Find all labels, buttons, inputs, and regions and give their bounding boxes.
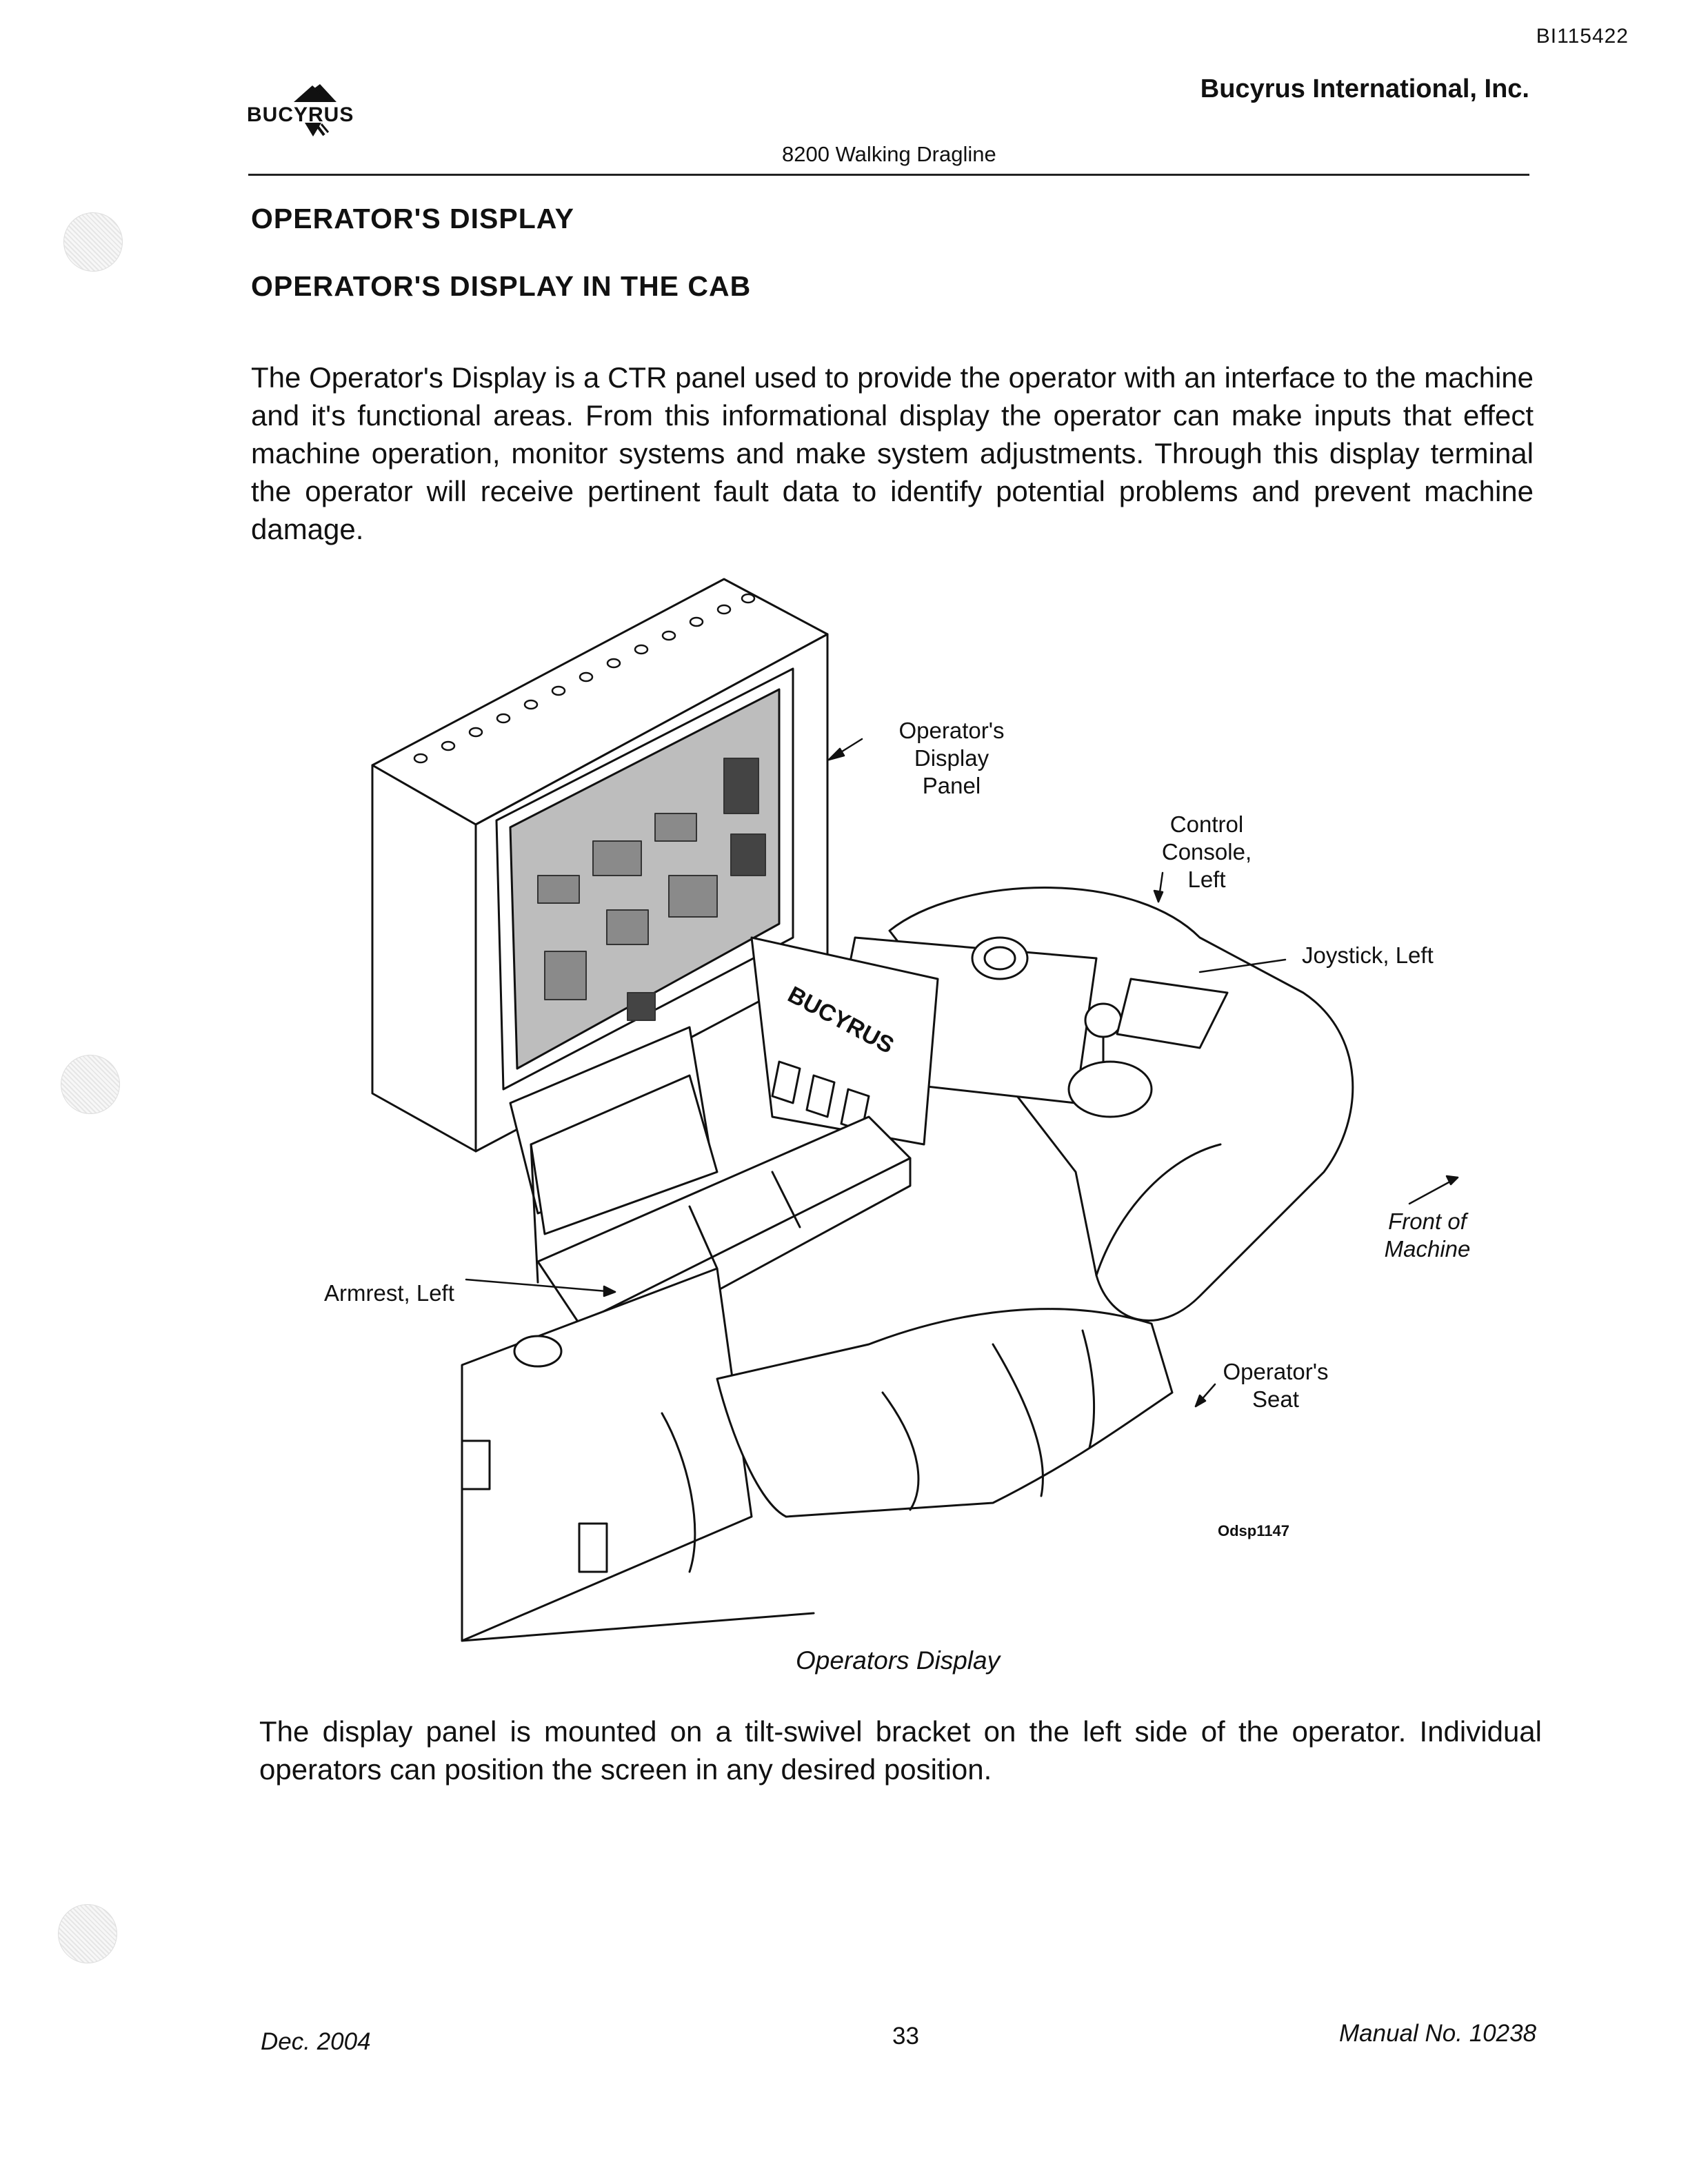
operator-station-illustration: BUCYRUS bbox=[371, 578, 1459, 1642]
callout-display-panel-line2: Display bbox=[914, 745, 989, 771]
callout-front-line2: Machine bbox=[1384, 1236, 1471, 1262]
section-subtitle: OPERATOR'S DISPLAY IN THE CAB bbox=[251, 270, 752, 302]
operator-display-figure: BUCYRUS bbox=[303, 552, 1476, 1655]
manual-subtitle: 8200 Walking Dragline bbox=[782, 142, 996, 166]
callout-display-panel: Operator's Display Panel bbox=[876, 717, 1027, 800]
callout-control-console: Control Console, Left bbox=[1131, 811, 1283, 893]
callout-operators-seat: Operator's Seat bbox=[1193, 1358, 1358, 1413]
figure-id: Odsp1147 bbox=[1218, 1522, 1289, 1539]
callout-control-console-line1: Control bbox=[1169, 811, 1244, 837]
logo-wordmark: BUCYRUS bbox=[247, 103, 354, 126]
footer-page-number: 33 bbox=[892, 2023, 919, 2050]
callout-display-panel-line3: Panel bbox=[922, 773, 981, 798]
callout-front-of-machine: Front of Machine bbox=[1352, 1208, 1503, 1263]
punch-hole-top bbox=[63, 212, 123, 272]
punch-hole-middle bbox=[61, 1055, 120, 1114]
callout-display-panel-line1: Operator's bbox=[898, 718, 1005, 743]
callout-control-console-line3: Left bbox=[1187, 867, 1226, 892]
callout-joystick: Joystick, Left bbox=[1302, 942, 1434, 968]
bucyrus-logo-icon bbox=[294, 84, 336, 136]
punch-hole-bottom bbox=[58, 1904, 117, 1963]
callout-seat-line2: Seat bbox=[1252, 1386, 1299, 1412]
footer-date: Dec. 2004 bbox=[261, 2028, 371, 2055]
bucyrus-logo bbox=[247, 81, 371, 157]
callout-control-console-line2: Console, bbox=[1161, 839, 1252, 865]
mounting-paragraph: The display panel is mounted on a tilt-s… bbox=[259, 1715, 1542, 1786]
footer-manual-number: Manual No. 10238 bbox=[1339, 2020, 1537, 2047]
section-title: OPERATOR'S DISPLAY bbox=[251, 203, 574, 234]
callout-armrest: Armrest, Left bbox=[324, 1280, 454, 1306]
document-id: BI115422 bbox=[1536, 25, 1629, 48]
callout-front-line1: Front of bbox=[1388, 1209, 1467, 1234]
callout-seat-line1: Operator's bbox=[1223, 1359, 1329, 1384]
header-rule bbox=[248, 174, 1529, 176]
figure-caption: Operators Display bbox=[796, 1646, 1001, 1675]
intro-paragraph: The Operator's Display is a CTR panel us… bbox=[251, 361, 1534, 545]
company-name: Bucyrus International, Inc. bbox=[1200, 74, 1529, 103]
